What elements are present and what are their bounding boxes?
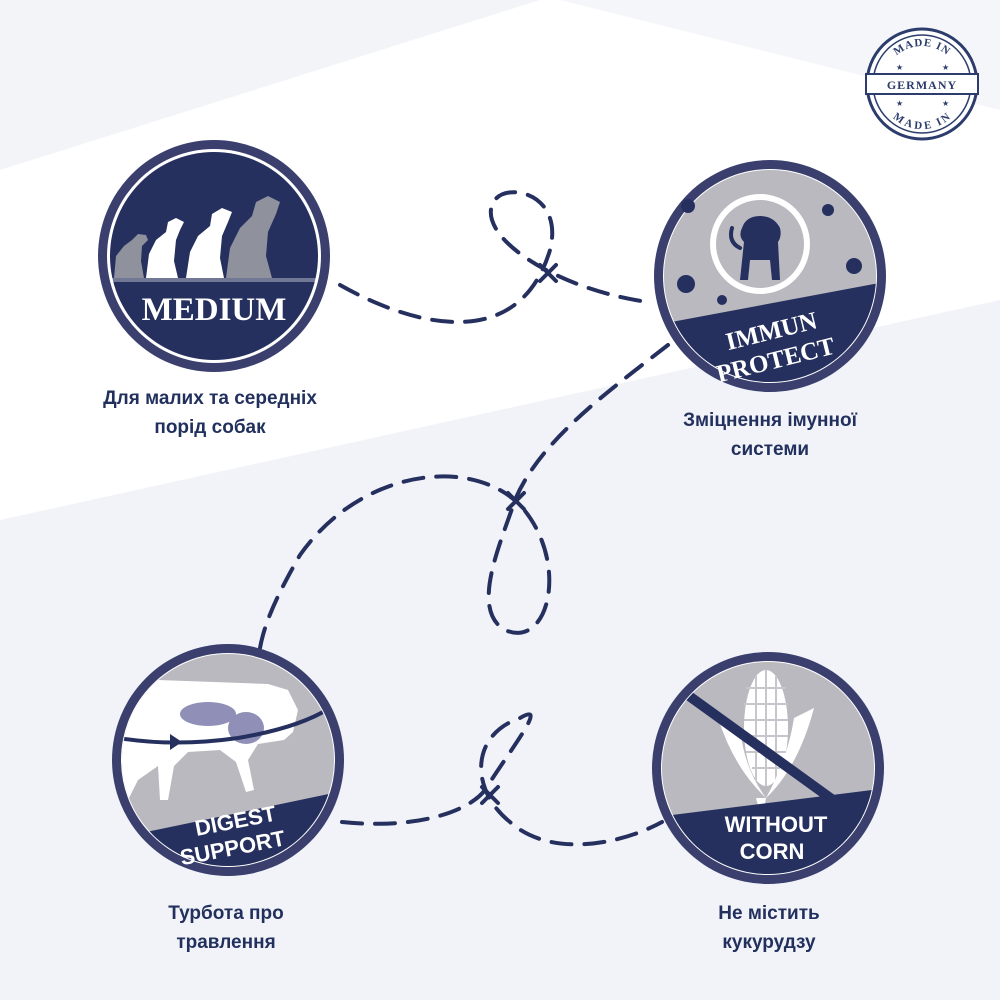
digest-caption: Турбота про травлення [66,899,386,957]
stamp-banner [865,73,979,95]
dog-silhouettes-icon [108,196,320,282]
corn-caption: Не містить кукурудзу [609,899,929,957]
connector-cross [506,491,526,511]
caption-line: травлення [176,932,276,953]
background-stripe [0,0,540,170]
medium-caption: Для малих та середніх порід собак [50,384,370,442]
caption-line: порід собак [154,417,266,438]
star-icon: ★ [896,99,903,108]
caption-line: кукурудзу [722,932,816,953]
dog-digestion-icon [122,680,332,800]
connector-cross [538,263,558,283]
stamp-banner-text: GERMANY [887,78,957,92]
star-icon: ★ [896,63,903,72]
caption-line: Зміцнення імунної [683,410,857,431]
star-icon: ★ [942,63,949,72]
connector-cross [480,785,500,805]
caption-line: системи [730,439,810,460]
made-in-germany-stamp: MADE IN MADE IN GERMANY ★ ★ ★ ★ [865,27,979,141]
badge-label-line1: WITHOUT [725,812,828,837]
medium-badge: MEDIUM [98,140,330,372]
puppy-virus-icon [677,194,862,308]
immun-caption: Зміцнення імунної системи [610,406,930,464]
caption-line: Не містить [718,903,820,924]
badge-label: MEDIUM [142,292,287,328]
dashed-connector [258,343,670,650]
dashed-connector [340,712,664,847]
without-corn-badge: WITHOUT CORN [652,652,884,884]
caption-line: Для малих та середніх [103,388,317,409]
immun-protect-badge: IMMUN PROTECT [654,160,886,392]
badge-label-line2: CORN [740,839,805,864]
digest-support-badge: DIGEST SUPPORT [112,644,344,876]
star-icon: ★ [942,99,949,108]
caption-line: Турбота про [168,903,284,924]
dashed-connector [338,190,650,324]
